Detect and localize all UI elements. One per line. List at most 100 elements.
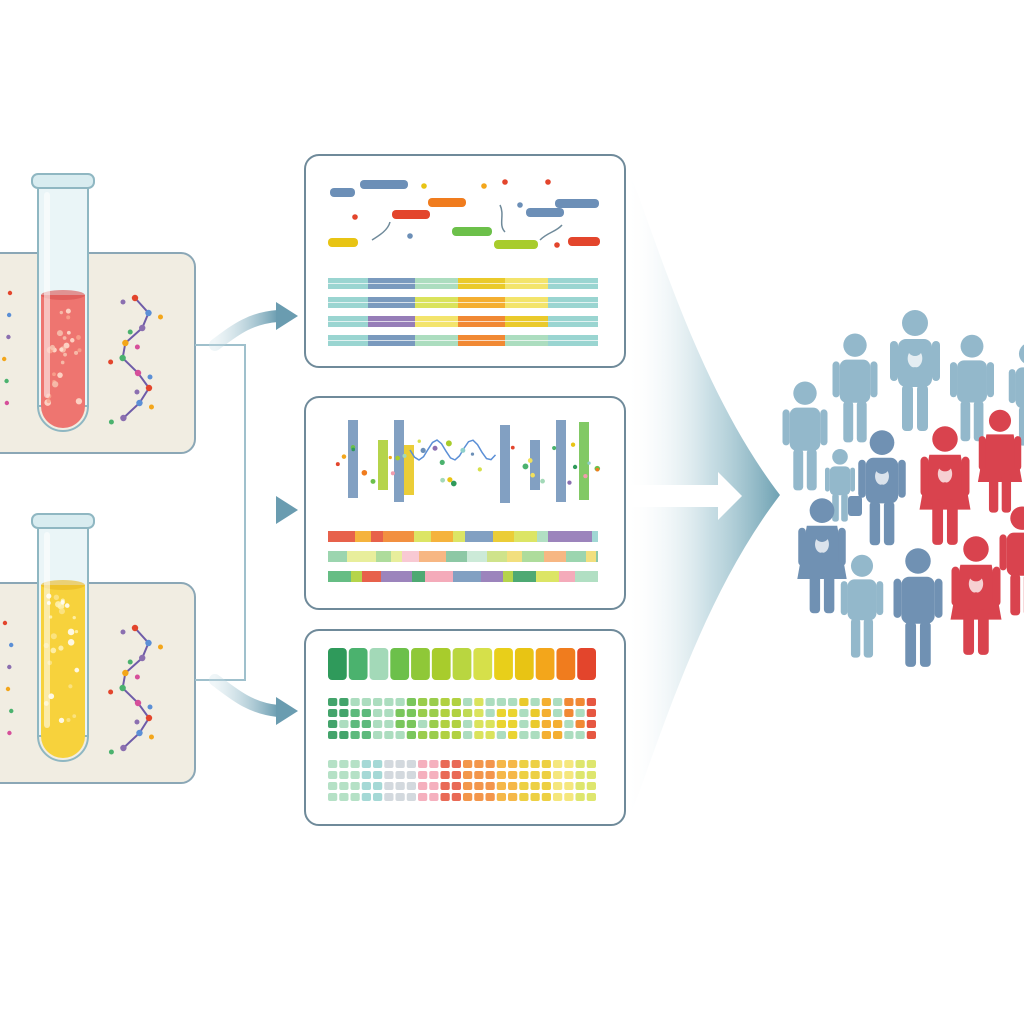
spectrum-bar-segment	[592, 531, 598, 542]
spectrum-dot	[583, 473, 588, 479]
spectrum-peak	[579, 422, 589, 500]
sequence-panel	[304, 154, 626, 368]
person-leg-left	[902, 385, 913, 431]
heatmap-cell	[339, 698, 349, 706]
heatmap-cell	[496, 720, 506, 728]
person-leg-right	[917, 385, 928, 431]
color-scale-swatch	[431, 648, 451, 680]
spectrum-dot	[587, 461, 591, 465]
heatmap-cell	[395, 720, 405, 728]
heatmap-cell	[440, 698, 450, 706]
heatmap-cell	[418, 709, 428, 717]
person-body	[977, 434, 1023, 482]
spectrum-bar-segment	[586, 551, 596, 562]
heatmap-cell	[451, 698, 461, 706]
heatmap-cell	[395, 760, 405, 768]
heatmap-cell	[463, 731, 473, 739]
arrow-head	[276, 697, 298, 725]
edge-dot	[8, 642, 14, 648]
fluid-surface	[41, 290, 85, 300]
person-leg-left	[905, 621, 917, 667]
heatmap-cell	[575, 771, 585, 779]
condition-marker-icon	[875, 471, 889, 485]
heatmap-cell	[373, 760, 383, 768]
person-arm-left	[832, 361, 840, 398]
fluid-particle	[65, 308, 71, 314]
spectrum-peak	[530, 440, 540, 490]
chain-atom	[139, 324, 146, 332]
heatmap-cell	[339, 782, 349, 790]
heatmap-cell	[384, 709, 394, 717]
heatmap-cell	[373, 793, 383, 801]
test-tube-icon	[31, 513, 95, 762]
heatmap-cell	[339, 709, 349, 717]
heatmap-cell	[384, 793, 394, 801]
person-head	[932, 426, 958, 452]
heatmap-cell	[541, 771, 551, 779]
edge-dot	[2, 620, 8, 626]
person-leg-left	[960, 400, 971, 442]
heatmap-cell	[496, 771, 506, 779]
spectrum-dot	[439, 459, 445, 465]
person-leg-right	[841, 494, 848, 522]
person-figure	[919, 426, 971, 545]
spectrum-bar-segment	[596, 551, 598, 562]
spectrum-bar-segment	[362, 571, 381, 582]
fragment-dot	[517, 202, 523, 208]
spectrum-bar-segment	[376, 551, 391, 562]
chain-sidegroup	[157, 644, 163, 650]
spectrum-dot	[477, 467, 482, 472]
fragment-dot	[421, 183, 427, 189]
heatmap-cell	[474, 793, 484, 801]
person-leg-right	[863, 618, 874, 658]
molecule-chain-icon	[108, 624, 163, 755]
heatmap-cell	[463, 709, 473, 717]
fragment-dot	[481, 183, 487, 189]
chain-sidegroup	[108, 359, 114, 365]
spectrum-bar-segment	[537, 531, 548, 542]
spectrum-dot	[335, 462, 340, 467]
chain-atom	[131, 624, 139, 632]
person-head	[832, 449, 848, 465]
heatmap-cell	[350, 771, 360, 779]
spectrum-bar-segment	[381, 571, 412, 582]
condition-marker-icon	[815, 539, 829, 553]
heatmap-cell	[361, 793, 371, 801]
heatmap-cell	[384, 771, 394, 779]
person-body	[847, 579, 877, 621]
fragment-dot	[502, 179, 508, 185]
heatmap-cell	[553, 709, 563, 717]
heatmap-cell	[508, 720, 518, 728]
heatmap-cell	[440, 720, 450, 728]
heatmap-cell	[474, 731, 484, 739]
fluid-particle	[57, 372, 63, 378]
heatmap-cell	[406, 731, 416, 739]
person-arm-left	[951, 566, 960, 606]
tube-rim	[31, 173, 95, 189]
fluid-particle	[77, 348, 82, 353]
person-head	[793, 381, 817, 405]
heatmap-cell	[575, 698, 585, 706]
chain-atom	[136, 729, 143, 737]
person-arm-left	[999, 534, 1007, 571]
person-figure	[950, 334, 994, 442]
person-figure	[825, 449, 855, 522]
heatmap-cell	[496, 731, 506, 739]
spectrum-bar-segment	[371, 531, 383, 542]
heatmap-cell	[440, 782, 450, 790]
chain-atom	[120, 414, 127, 422]
fluid-particle	[66, 717, 71, 722]
spectrum-trace	[409, 439, 497, 461]
person-arm-right	[876, 581, 884, 616]
spectrum-peak	[378, 440, 388, 490]
spectrum-dot	[522, 463, 529, 470]
chain-sidegroup	[108, 689, 114, 695]
fluid-particle	[59, 310, 63, 315]
fluid-particle	[74, 350, 79, 355]
fluid-particle	[76, 335, 81, 340]
heatmap-cell	[485, 731, 495, 739]
person-body	[1015, 367, 1024, 409]
color-scale-swatch	[369, 648, 389, 680]
person-body	[957, 360, 987, 403]
fluid-particle	[70, 338, 75, 343]
